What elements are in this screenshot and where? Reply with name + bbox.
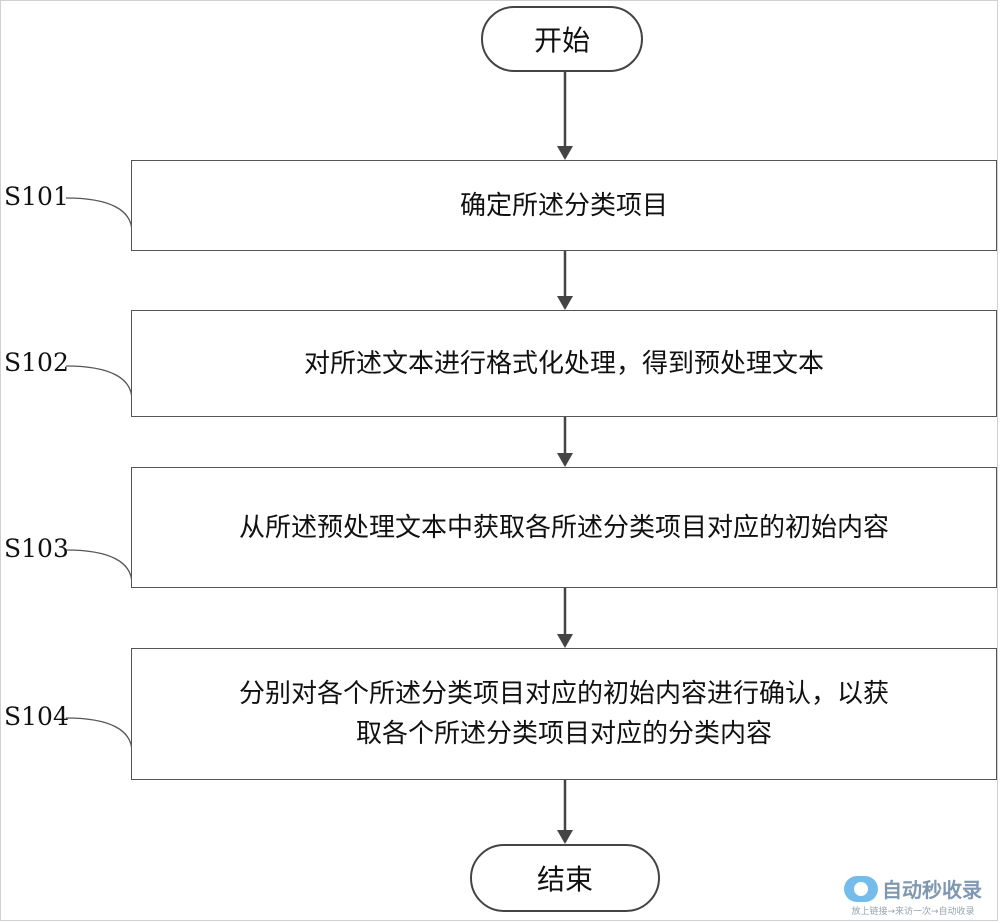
watermark-logo-icon bbox=[844, 875, 878, 902]
step-box-s101: 确定所述分类项目 bbox=[131, 160, 997, 251]
arrowhead-2 bbox=[557, 296, 573, 310]
end-terminal: 结束 bbox=[470, 844, 660, 912]
step-label-s104: S104 bbox=[4, 702, 69, 731]
start-label: 开始 bbox=[533, 24, 590, 57]
leader-s104 bbox=[65, 717, 133, 753]
start-terminal: 开始 bbox=[481, 6, 643, 72]
step-text-s102: 对所述文本进行格式化处理，得到预处理文本 bbox=[303, 348, 824, 379]
arrowhead-1 bbox=[557, 146, 573, 160]
watermark: 自动秒收录 放上链接→来访一次→自动收录 bbox=[844, 874, 982, 917]
step-box-s103: 从所述预处理文本中获取各所述分类项目对应的初始内容 bbox=[131, 467, 997, 588]
arrowhead-3 bbox=[557, 453, 573, 467]
end-label: 结束 bbox=[536, 863, 593, 896]
step-label-s102: S102 bbox=[4, 348, 69, 377]
step-label-s103: S103 bbox=[4, 534, 69, 563]
leader-s102 bbox=[65, 365, 133, 401]
leader-s103 bbox=[65, 549, 133, 585]
arrowhead-5 bbox=[557, 830, 573, 844]
step-text-s101: 确定所述分类项目 bbox=[459, 190, 668, 221]
arrowhead-4 bbox=[557, 634, 573, 648]
step-text-s103: 从所述预处理文本中获取各所述分类项目对应的初始内容 bbox=[238, 512, 889, 543]
watermark-subtitle: 放上链接→来访一次→自动收录 bbox=[851, 907, 975, 917]
step-text-s104: 分别对各个所述分类项目对应的初始内容进行确认，以获 取各个所述分类项目对应的分类… bbox=[238, 679, 889, 749]
leader-s101 bbox=[65, 197, 133, 233]
step-box-s102: 对所述文本进行格式化处理，得到预处理文本 bbox=[131, 310, 997, 417]
step-label-s101: S101 bbox=[4, 182, 69, 211]
step-box-s104: 分别对各个所述分类项目对应的初始内容进行确认，以获 取各个所述分类项目对应的分类… bbox=[131, 648, 997, 780]
watermark-title: 自动秒收录 bbox=[882, 878, 982, 902]
